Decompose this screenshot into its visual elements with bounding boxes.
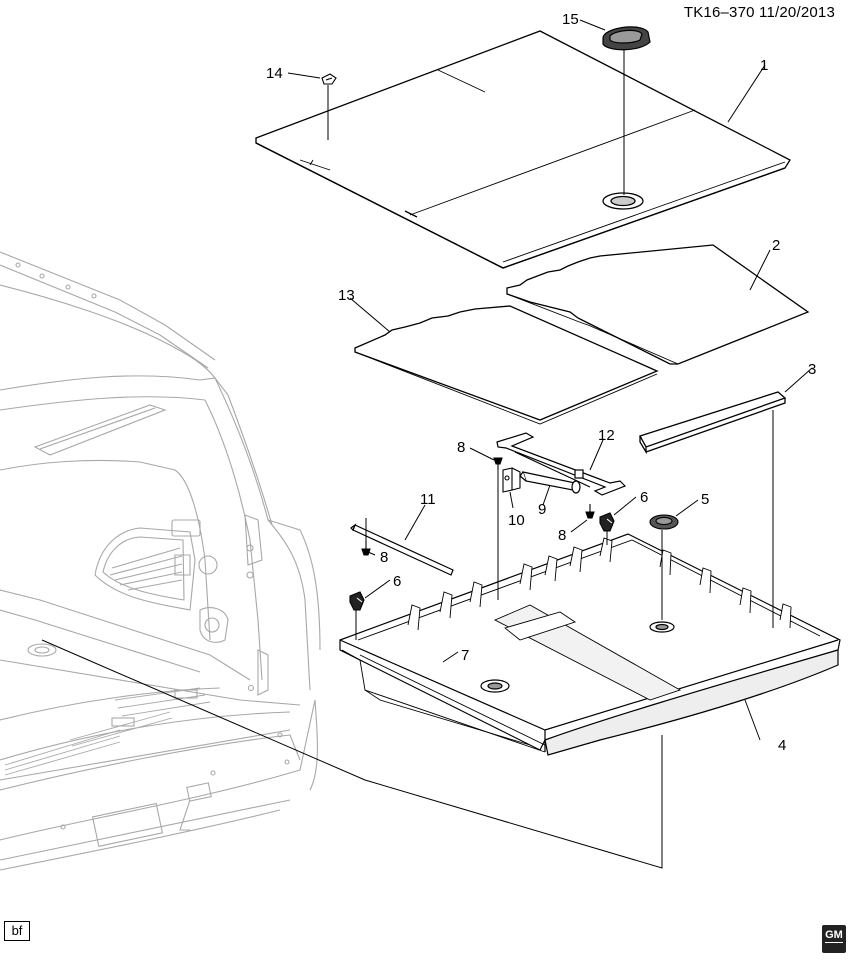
callout-14: 14: [266, 65, 283, 82]
diagram-reference-number: TK16–370 11/20/2013: [683, 4, 835, 21]
part-11-support-bar: [350, 523, 454, 576]
callout-3: 3: [808, 361, 816, 378]
part-5-plug: [649, 514, 679, 530]
leader-lines: [41, 19, 813, 869]
part-12-hinge-bracket: [496, 432, 627, 496]
part-14-clip: [321, 73, 337, 85]
callout-6a: 6: [640, 489, 648, 506]
gm-logo: GM: [822, 925, 846, 953]
callout-9: 9: [538, 501, 546, 518]
part-10-bracket: [502, 467, 521, 493]
part-1-load-floor-panel: [255, 30, 791, 269]
part-3-trim-strip: [639, 391, 787, 455]
part-15-handle: [602, 26, 651, 51]
part-6-retainer-clip: [349, 512, 615, 611]
part-8-fastener: [361, 457, 595, 556]
part-2-insulator-panel: [506, 244, 810, 365]
bf-badge: bf: [4, 921, 30, 941]
part-4-cargo-storage-tub: [339, 533, 841, 756]
callout-12: 12: [598, 427, 615, 444]
callout-labels: 1 2 3 4 5 6 6 7 8 8 8 9 10 11 12 13 14 1…: [266, 11, 816, 754]
callout-8a: 8: [457, 439, 465, 456]
vehicle-rear-outline: [0, 251, 321, 871]
part-9-gas-strut: [519, 471, 581, 494]
callout-13: 13: [338, 287, 355, 304]
callout-1: 1: [760, 57, 768, 74]
callout-11: 11: [420, 491, 436, 508]
callout-8c: 8: [380, 549, 388, 566]
callout-7: 7: [461, 647, 469, 664]
callout-2: 2: [772, 237, 780, 254]
callout-15: 15: [562, 11, 579, 28]
callout-5: 5: [701, 491, 709, 508]
callout-4: 4: [778, 737, 786, 754]
part-13-insulator-panel: [354, 305, 659, 425]
callout-8b: 8: [558, 527, 566, 544]
callout-10: 10: [508, 512, 525, 529]
callout-6b: 6: [393, 573, 401, 590]
